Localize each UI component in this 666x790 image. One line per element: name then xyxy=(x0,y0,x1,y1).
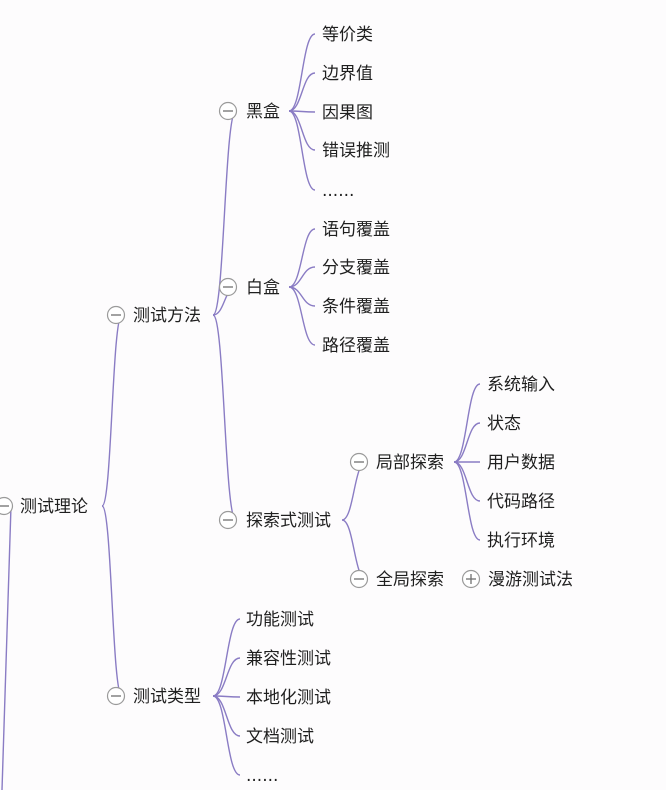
connector-line xyxy=(212,695,241,776)
node-label-local-exploration[interactable]: 局部探索 xyxy=(376,453,444,473)
node-label-black-box[interactable]: 黑盒 xyxy=(246,102,280,122)
connector-line xyxy=(212,110,237,316)
node-label-bb-error-guessing[interactable]: 错误推测 xyxy=(322,141,390,161)
collapse-node-icon[interactable] xyxy=(106,686,126,706)
node-label-wb-condition[interactable]: 条件覆盖 xyxy=(322,297,390,317)
connector-line xyxy=(453,422,481,463)
connector-line xyxy=(453,461,481,502)
connector-line xyxy=(288,72,316,112)
connector-line xyxy=(288,266,316,288)
connector-line xyxy=(341,519,367,580)
connector-line xyxy=(101,314,123,507)
node-label-exploratory[interactable]: 探索式测试 xyxy=(246,511,331,531)
connector-lines xyxy=(1,33,481,790)
connector-line xyxy=(288,110,316,151)
node-label-wb-statement[interactable]: 语句覆盖 xyxy=(322,220,390,240)
collapse-node-icon[interactable] xyxy=(0,496,14,516)
collapse-node-icon[interactable] xyxy=(218,101,238,121)
connector-line xyxy=(212,657,241,697)
node-label-le-state[interactable]: 状态 xyxy=(487,414,521,434)
connector-line xyxy=(101,505,123,697)
node-label-le-system-input[interactable]: 系统输入 xyxy=(487,375,555,395)
node-label-test-methods[interactable]: 测试方法 xyxy=(133,306,201,326)
node-label-bb-equivalence[interactable]: 等价类 xyxy=(322,25,373,45)
node-label-tt-functional[interactable]: 功能测试 xyxy=(246,610,314,630)
root-trunk-line xyxy=(1,505,12,790)
collapse-node-icon[interactable] xyxy=(218,277,238,297)
node-label-le-environment[interactable]: 执行环境 xyxy=(487,531,555,551)
node-label-tt-compatibility[interactable]: 兼容性测试 xyxy=(246,649,331,669)
connector-line xyxy=(288,286,316,346)
node-label-bb-more[interactable]: ...... xyxy=(322,181,354,201)
node-label-tour-method[interactable]: 漫游测试法 xyxy=(488,570,573,590)
connector-line xyxy=(212,695,241,737)
node-label-wb-branch[interactable]: 分支覆盖 xyxy=(322,258,390,278)
node-label-le-user-data[interactable]: 用户数据 xyxy=(487,453,555,473)
node-label-white-box[interactable]: 白盒 xyxy=(246,278,280,298)
connector-line xyxy=(288,228,316,288)
collapse-node-icon[interactable] xyxy=(218,510,238,530)
node-label-tt-documentation[interactable]: 文档测试 xyxy=(246,727,314,747)
collapse-node-icon[interactable] xyxy=(349,452,369,472)
node-label-le-code-path[interactable]: 代码路径 xyxy=(487,492,555,512)
connector-line xyxy=(212,618,241,697)
connector-line xyxy=(453,383,481,463)
collapse-node-icon[interactable] xyxy=(349,569,369,589)
expand-node-icon[interactable] xyxy=(461,569,481,589)
node-label-bb-boundary[interactable]: 边界值 xyxy=(322,64,373,84)
node-label-root[interactable]: 测试理论 xyxy=(20,497,88,517)
node-label-wb-path[interactable]: 路径覆盖 xyxy=(322,336,390,356)
collapse-node-icon[interactable] xyxy=(106,305,126,325)
node-label-tt-localization[interactable]: 本地化测试 xyxy=(246,688,331,708)
connector-line xyxy=(341,461,367,521)
node-label-global-exploration[interactable]: 全局探索 xyxy=(376,570,444,590)
node-label-test-types[interactable]: 测试类型 xyxy=(133,687,201,707)
connector-line xyxy=(212,314,237,521)
connector-line xyxy=(288,33,316,112)
node-label-bb-cause-effect[interactable]: 因果图 xyxy=(322,103,373,123)
connector-line xyxy=(453,461,481,541)
connector-line xyxy=(288,110,316,191)
node-label-tt-more[interactable]: ...... xyxy=(246,766,278,786)
